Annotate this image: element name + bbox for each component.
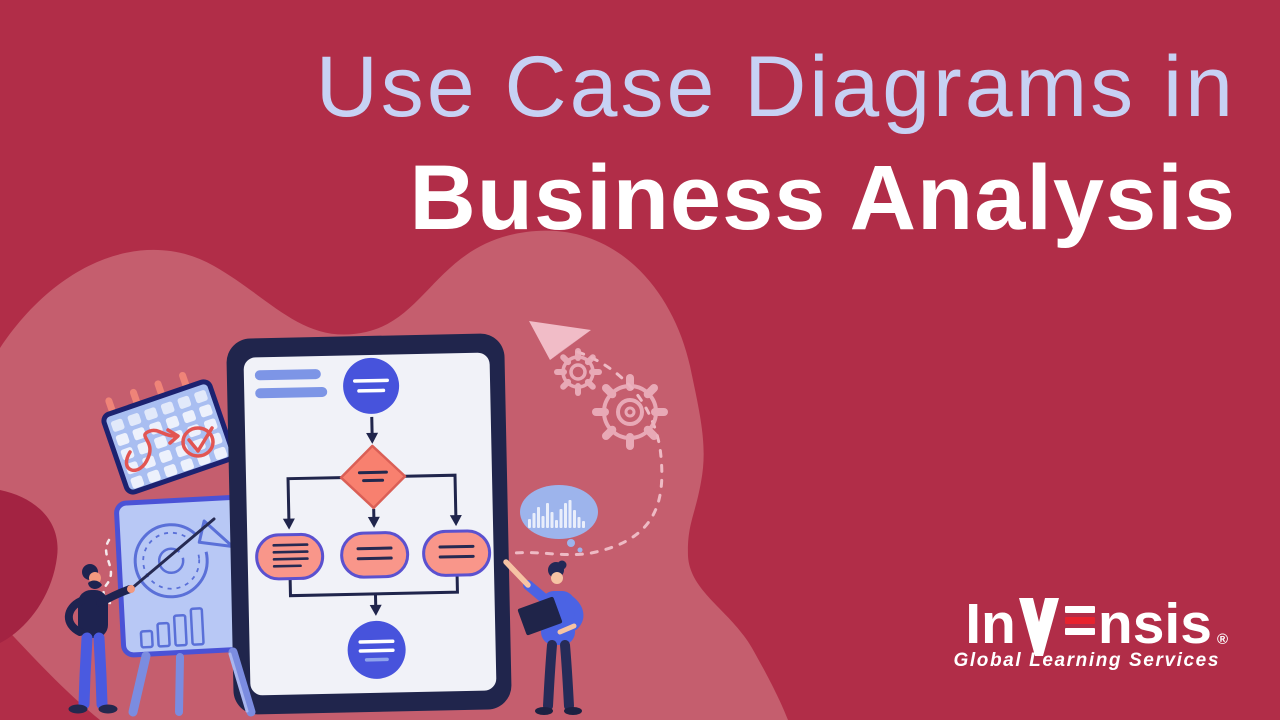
clipboard-icon [517, 596, 563, 636]
gear-icon-small [554, 348, 602, 396]
dark-swoosh [0, 490, 58, 643]
calendar-icon [101, 371, 236, 495]
flowchart-process-icon [255, 532, 325, 581]
flowchart-process-icon [340, 531, 410, 579]
right-person [503, 559, 584, 715]
flowchart-start-icon [343, 357, 400, 414]
logo-e-bar-top [1064, 606, 1095, 613]
logo-wordmark: In nsis ® [954, 592, 1228, 657]
pie-chart-icon [133, 519, 235, 599]
speech-bubble-bars-icon [520, 485, 598, 553]
logo-e-bar-bottom [1064, 628, 1095, 635]
logo-text-nsis: nsis [1097, 592, 1212, 657]
flowchart-end-icon [347, 620, 406, 679]
calendar-scribble [124, 426, 215, 473]
title-line-1: Use Case Diagrams in [315, 39, 1236, 135]
logo-e-bar-middle-red [1064, 617, 1095, 624]
bar-chart-icon [139, 607, 205, 649]
pointer-stick-icon [129, 517, 216, 591]
title-block: Use Case Diagrams in Business Analysis [316, 44, 1236, 244]
flowchart-decision-icon [339, 444, 407, 510]
gear-icon-large [592, 374, 668, 450]
brand-logo: In nsis ® Global Learning Services [954, 596, 1228, 672]
logo-text-in: In [965, 592, 1016, 657]
registered-mark: ® [1216, 631, 1228, 648]
logo-tagline: Global Learning Services [953, 650, 1220, 671]
dashed-squiggle [102, 538, 113, 605]
easel-legs [128, 647, 256, 717]
title-line-2: Business Analysis [409, 147, 1236, 249]
logo-e-bars-glyph [1064, 606, 1095, 635]
flowchart [254, 357, 492, 679]
flowchart-process-icon [422, 529, 492, 577]
paper-plane-icon [529, 321, 591, 360]
tablet [226, 333, 512, 715]
logo-v-glyph [1018, 598, 1059, 656]
left-person [64, 517, 216, 714]
